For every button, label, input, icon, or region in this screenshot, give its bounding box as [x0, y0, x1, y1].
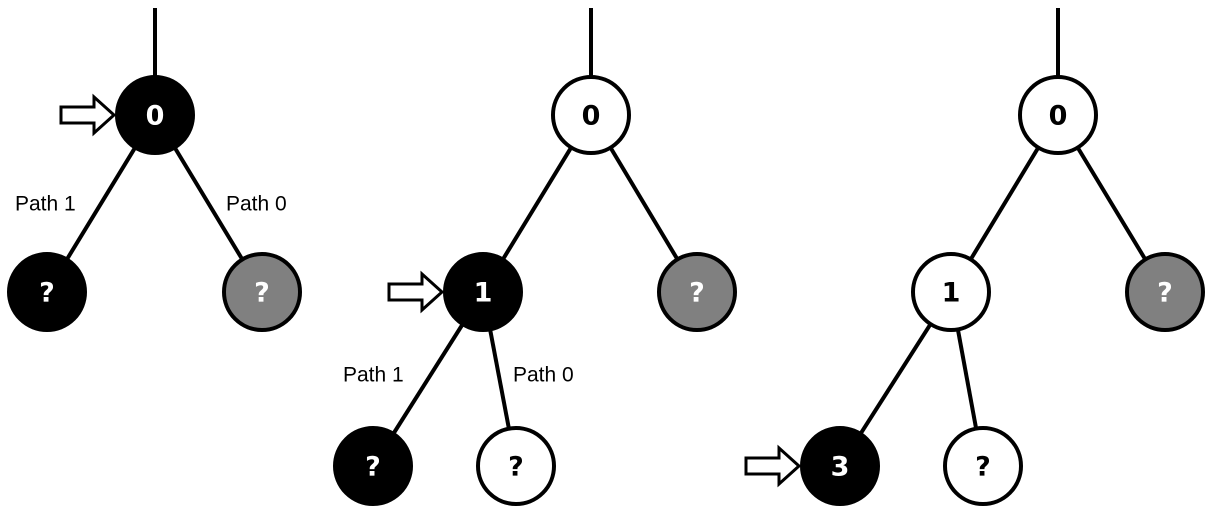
tree-node-right: ?: [1125, 252, 1205, 332]
tree-node-n1: 1: [911, 252, 991, 332]
current-pointer-arrow-icon: [387, 270, 445, 314]
node-label: ?: [365, 452, 381, 483]
nodes: 0??: [7, 75, 302, 332]
node-label: ?: [1157, 278, 1173, 309]
panel-step-2: Path 1 Path 0 0 1???: [333, 8, 737, 506]
node-label: 3: [831, 452, 850, 483]
node-label: ?: [254, 278, 270, 309]
edge-n1-to-n1-left: [391, 323, 465, 435]
edges: [858, 8, 1148, 436]
node-circle-current: [7, 252, 87, 332]
edges: [391, 8, 680, 435]
panel-step-3: 0 1? 3?: [744, 8, 1205, 506]
edge-n1-to-n3: [858, 322, 933, 436]
nodes: 0 1? 3?: [744, 75, 1205, 506]
edge-root-to-left: [65, 146, 137, 261]
tree-node-n1-right: ?: [943, 426, 1023, 506]
node-circle-visited: [911, 252, 991, 332]
edge-root-to-n1: [968, 146, 1041, 261]
tree-node-root: 0: [1018, 75, 1098, 155]
node-label: 1: [942, 278, 961, 309]
node-circle-current: [800, 426, 880, 506]
edge-labels: Path 1 Path 0: [15, 193, 287, 216]
edge-root-to-n1: [501, 146, 573, 261]
tree-node-root: 0: [551, 75, 631, 155]
tree-node-n3: 3: [744, 426, 880, 506]
edge-root-to-right: [608, 146, 680, 261]
node-label: 0: [146, 101, 165, 132]
current-pointer-arrow-icon: [59, 93, 117, 137]
edges: [65, 8, 245, 261]
tree-node-n1-left: ?: [333, 426, 413, 506]
edge-labels: Path 1 Path 0: [343, 364, 574, 387]
node-label: 0: [1049, 101, 1068, 132]
nodes: 0 1???: [333, 75, 737, 506]
path-label: Path 0: [226, 193, 287, 216]
edge-root-to-right: [172, 146, 245, 261]
node-circle-pruned: [657, 252, 737, 332]
edge-root-to-right: [1075, 146, 1148, 261]
node-circle-pruned: [1125, 252, 1205, 332]
node-label: ?: [39, 278, 55, 309]
path-label: Path 0: [513, 364, 574, 387]
node-circle-visited: [551, 75, 631, 155]
edge-n1-to-n1-right: [488, 328, 511, 430]
node-circle-current: [333, 426, 413, 506]
node-circle-current: [115, 75, 195, 155]
edge-n1-to-n1-right: [955, 329, 979, 429]
node-circle-visited: [1018, 75, 1098, 155]
tree-node-left: ?: [7, 252, 87, 332]
node-circle-visited: [943, 426, 1023, 506]
current-pointer-arrow-icon: [744, 444, 802, 488]
node-label: 1: [474, 278, 493, 309]
node-circle-current: [443, 252, 523, 332]
node-circle-visited: [476, 426, 556, 506]
path-label: Path 1: [15, 193, 76, 216]
node-label: 0: [582, 101, 601, 132]
node-label: ?: [975, 452, 991, 483]
tree-node-right: ?: [657, 252, 737, 332]
node-label: ?: [689, 278, 705, 309]
tree-node-n1: 1: [387, 252, 523, 332]
tree-node-root: 0: [59, 75, 195, 155]
tree-node-right: ?: [222, 252, 302, 332]
tree-node-n1-right: ?: [476, 426, 556, 506]
node-circle-pruned: [222, 252, 302, 332]
path-label: Path 1: [343, 364, 404, 387]
node-label: ?: [508, 452, 524, 483]
